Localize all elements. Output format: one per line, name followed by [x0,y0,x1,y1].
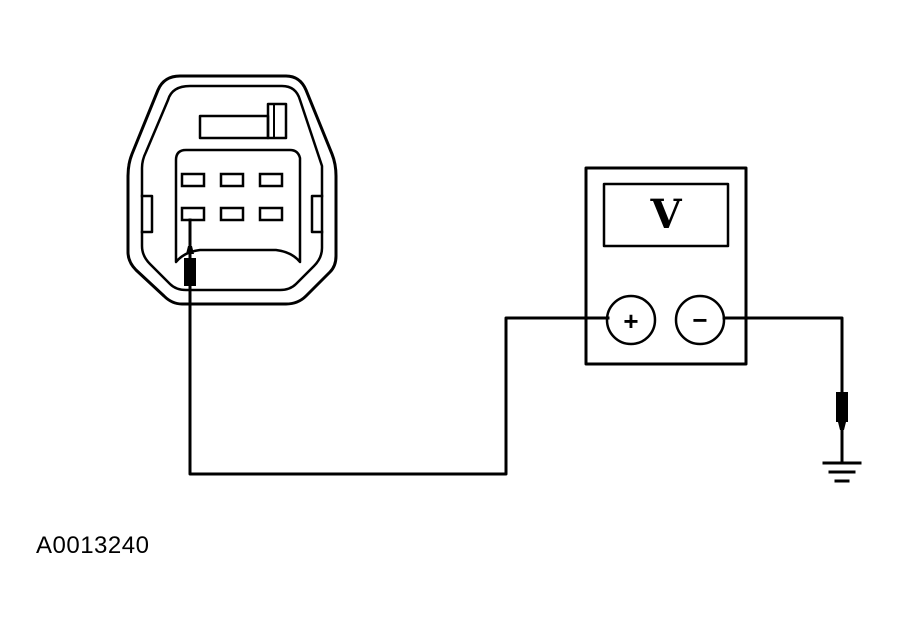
positive-test-lead [188,284,610,476]
pin-2 [219,172,245,188]
negative-terminal [674,294,726,346]
connector-face-icon [126,74,338,306]
ground-probe-icon [836,392,848,464]
negative-terminal-sign: − [692,305,707,335]
pin-1 [180,172,206,188]
pin-3 [258,172,284,188]
test-probe-icon [184,218,196,286]
voltmeter: V + − [584,166,748,366]
negative-test-lead [722,316,844,394]
pin-6 [258,206,284,222]
positive-terminal [605,294,657,346]
meter-display [602,182,730,248]
pin-4 [180,206,206,222]
positive-terminal-sign: + [623,306,638,336]
meter-display-symbol: V [649,191,682,238]
pin-5 [219,206,245,222]
figure-id-label: A0013240 [36,532,150,559]
ground-symbol-icon [822,461,862,483]
